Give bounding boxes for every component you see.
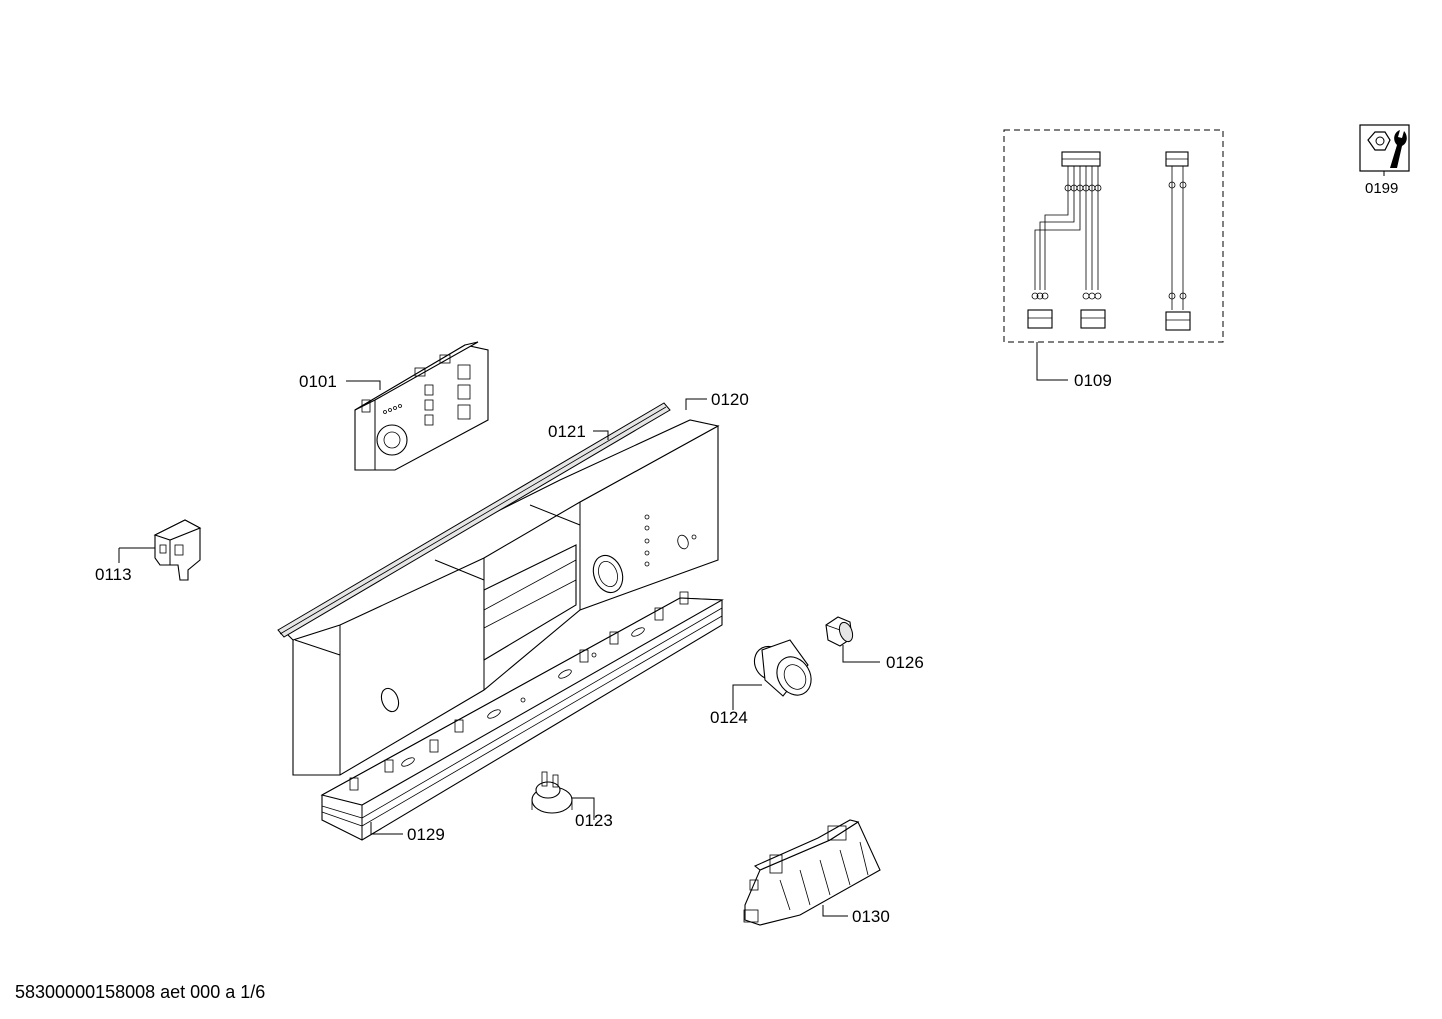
rotary-knob [753,639,812,697]
electronic-module [354,341,489,471]
seal-strip [277,402,671,638]
button-cap [825,616,854,647]
door-lock-housing [743,819,881,926]
label-0199: 0199 [1365,180,1398,197]
footer-drawing-code: 58300000158008 aet 000 a 1/6 [15,982,265,1002]
wrench-nut-icon [1359,124,1410,172]
label-0129: 0129 [407,825,445,844]
label-0113: 0113 [95,565,132,584]
label-0124: 0124 [710,708,748,727]
label-0130: 0130 [852,907,890,926]
label-0109: 0109 [1074,371,1112,390]
label-0101: 0101 [299,372,337,391]
label-0123: 0123 [575,811,613,830]
label-0120: 0120 [711,390,749,409]
label-0121: 0121 [548,422,586,441]
leader-lines [118,171,1385,917]
control-panel-fascia [284,419,720,776]
lower-trim-bar [320,591,724,841]
bracket-part [153,519,202,581]
part-labels: 0101 0109 0113 0120 0121 0123 0124 0126 … [95,180,1398,926]
switch-part [531,771,573,814]
label-0126: 0126 [886,653,924,672]
wiring-harness-set [1003,129,1224,343]
